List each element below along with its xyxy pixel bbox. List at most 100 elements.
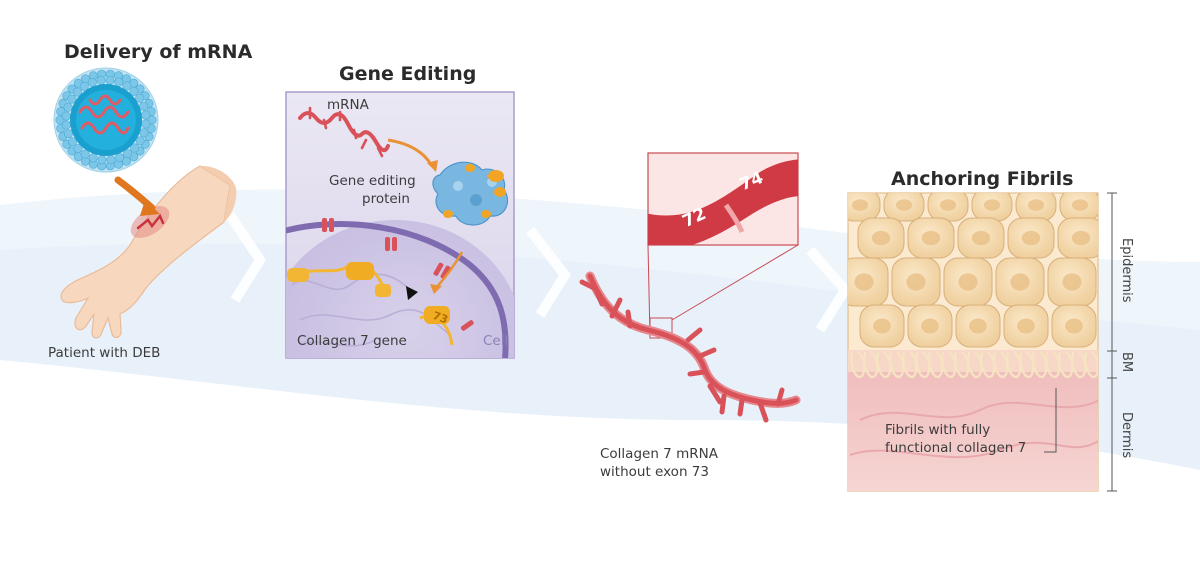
gene-editing-protein — [432, 161, 509, 226]
lipid-bead — [79, 81, 89, 91]
protein-label-line2: protein — [362, 191, 410, 207]
lipid-bead — [139, 128, 149, 138]
protein-label-line1: Gene editing — [329, 173, 416, 189]
cell-nucleus — [871, 230, 891, 246]
layer-bm-label: BM — [1119, 352, 1134, 373]
fibril-loop — [1045, 351, 1061, 378]
delivery-title: Delivery of mRNA — [64, 41, 253, 63]
cell-nucleus — [896, 199, 912, 211]
collagen-gene-label: Collagen 7 gene — [297, 333, 407, 349]
cell-nucleus — [852, 199, 868, 211]
lipid-bead — [123, 149, 133, 159]
patient-caption: Patient with DEB — [48, 345, 161, 361]
lipid-bead — [105, 75, 115, 85]
epidermis-cells — [848, 189, 1144, 348]
mrna-caption-line2: without exon 73 — [600, 464, 709, 480]
anchoring-fibrils — [850, 351, 1098, 378]
layer-dermis-label: Dermis — [1119, 412, 1134, 459]
cell-nucleus — [1028, 199, 1044, 211]
cell-nucleus — [1021, 230, 1041, 246]
lipid-bead — [106, 155, 116, 165]
fibril-loop — [1019, 351, 1035, 378]
lipid-bead — [139, 101, 149, 111]
fibril-loop — [902, 351, 918, 378]
cell-nucleus — [1072, 199, 1088, 211]
lipid-bead — [115, 153, 125, 163]
lipid-bead — [67, 137, 77, 147]
lipid-bead — [61, 111, 71, 121]
lipid-bead — [96, 75, 106, 85]
lipid-bead — [141, 110, 151, 120]
fibril-loop — [915, 351, 931, 378]
fibril-loop — [889, 351, 905, 378]
lipid-bead — [87, 77, 97, 87]
mrna-label: mRNA — [327, 97, 369, 113]
lipid-bead — [114, 77, 124, 87]
fibril-loop — [967, 351, 983, 378]
fibril-loop — [850, 351, 866, 378]
lipid-bead — [130, 143, 140, 153]
lipid-beads — [55, 69, 157, 171]
gene-editing-title: Gene Editing — [339, 63, 477, 85]
lipid-bead — [67, 94, 77, 104]
mrna-caption-line1: Collagen 7 mRNA — [600, 446, 718, 462]
cell-nucleus — [906, 273, 926, 291]
cell-nucleus — [971, 230, 991, 246]
cell-nucleus — [854, 273, 874, 291]
lipid-bead — [129, 86, 139, 96]
cell-nucleus — [958, 273, 978, 291]
mrna-strand-small — [298, 111, 390, 153]
lipid-bead — [122, 81, 132, 91]
membrane-pores — [322, 218, 474, 331]
zoom-box — [647, 152, 799, 339]
fibril-loop — [954, 351, 970, 378]
cell-nucleus — [873, 318, 891, 334]
lipid-bead — [61, 120, 71, 130]
lipid-bead — [88, 153, 98, 163]
layer-epidermis-label: Epidermis — [1119, 238, 1134, 303]
cell-nucleus — [1017, 318, 1035, 334]
gene-editing-panel: 73 — [285, 91, 515, 359]
cell-nucleus — [921, 318, 939, 334]
fibril-label-line1: Fibrils with fully — [885, 422, 991, 438]
fibril-loop — [1006, 351, 1022, 378]
lipid-bead — [73, 144, 83, 154]
lipid-bead — [63, 102, 73, 112]
arm-illustration — [60, 165, 237, 339]
fibril-label-line2: functional collagen 7 — [885, 440, 1027, 456]
fibril-loop — [928, 351, 944, 378]
skin-cell — [1104, 189, 1144, 221]
fibril-loop — [980, 351, 996, 378]
lipid-bead — [63, 129, 73, 139]
cell-nucleus — [969, 318, 987, 334]
fibril-loop — [1032, 351, 1048, 378]
fibril-loop — [941, 351, 957, 378]
cell-nucleus — [1071, 230, 1091, 246]
nanoparticle — [53, 67, 159, 173]
fibril-loop — [1071, 351, 1087, 378]
lipid-bead — [80, 149, 90, 159]
lipid-bead — [135, 93, 145, 103]
exon-73-label: 73 — [431, 309, 450, 326]
lipid-bead — [135, 136, 145, 146]
fibril-loop — [1058, 351, 1074, 378]
cell-nucleus — [1116, 199, 1132, 211]
cell-nucleus — [940, 199, 956, 211]
lipid-bead — [141, 119, 151, 129]
fibril-loop — [863, 351, 879, 378]
anchoring-title: Anchoring Fibrils — [891, 168, 1074, 190]
cell-nucleus — [1065, 318, 1083, 334]
fibril-loop — [876, 351, 892, 378]
collagen-mrna-strand — [579, 271, 801, 423]
lipid-bead — [97, 155, 107, 165]
cell-nucleus — [921, 230, 941, 246]
fibril-loop — [1084, 351, 1098, 378]
cell-nucleus — [1062, 273, 1082, 291]
lipid-bead — [72, 87, 82, 97]
skin-cross-section — [847, 189, 1144, 492]
cell-nucleus — [1010, 273, 1030, 291]
cell-label: Cell — [483, 333, 509, 349]
fibril-loop — [993, 351, 1009, 378]
cell-nucleus — [984, 199, 1000, 211]
